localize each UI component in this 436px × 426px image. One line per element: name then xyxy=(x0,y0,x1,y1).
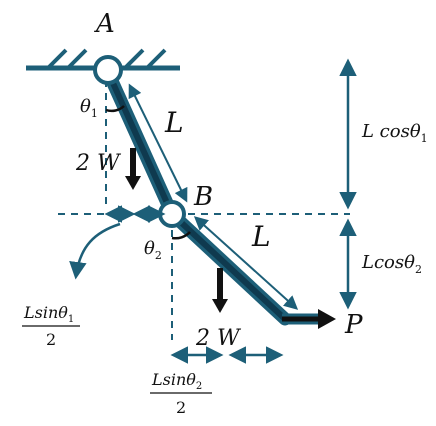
leader-curve xyxy=(69,222,121,280)
label-point-b: B xyxy=(193,182,213,212)
label-length-lower: L xyxy=(251,220,271,253)
hinge-a xyxy=(93,55,123,85)
label-point-p: P xyxy=(344,310,363,340)
svg-text:Lsinθ2: Lsinθ2 xyxy=(151,370,202,392)
upper-rod xyxy=(101,65,179,221)
svg-text:2: 2 xyxy=(176,398,186,417)
label-point-a: A xyxy=(94,9,115,39)
label-theta2: θ2 xyxy=(144,238,162,262)
label-length-upper: L xyxy=(164,106,184,139)
fraction-lsin-theta2: Lsinθ2 2 xyxy=(150,370,212,417)
reference-dashed-lines xyxy=(58,80,350,340)
svg-text:Lsinθ1: Lsinθ1 xyxy=(23,303,74,325)
length-dim-upper xyxy=(128,83,188,203)
label-weight-lower: 2 W xyxy=(195,326,242,351)
theta2-arc xyxy=(171,231,191,240)
label-weight-upper: 2 W xyxy=(75,151,122,176)
theta1-arc xyxy=(105,105,125,113)
fraction-lsin-theta1: Lsinθ1 2 xyxy=(22,303,80,349)
hinge-b xyxy=(158,200,186,228)
label-right-dim-upper: L cosθ1 xyxy=(361,121,428,145)
length-dim-lower xyxy=(193,216,299,310)
label-theta1: θ1 xyxy=(80,96,98,120)
svg-text:2: 2 xyxy=(46,330,56,349)
weight-arrow-lower xyxy=(212,268,228,313)
label-right-dim-lower: Lcosθ2 xyxy=(361,252,422,276)
end-arrow-p xyxy=(282,309,336,329)
